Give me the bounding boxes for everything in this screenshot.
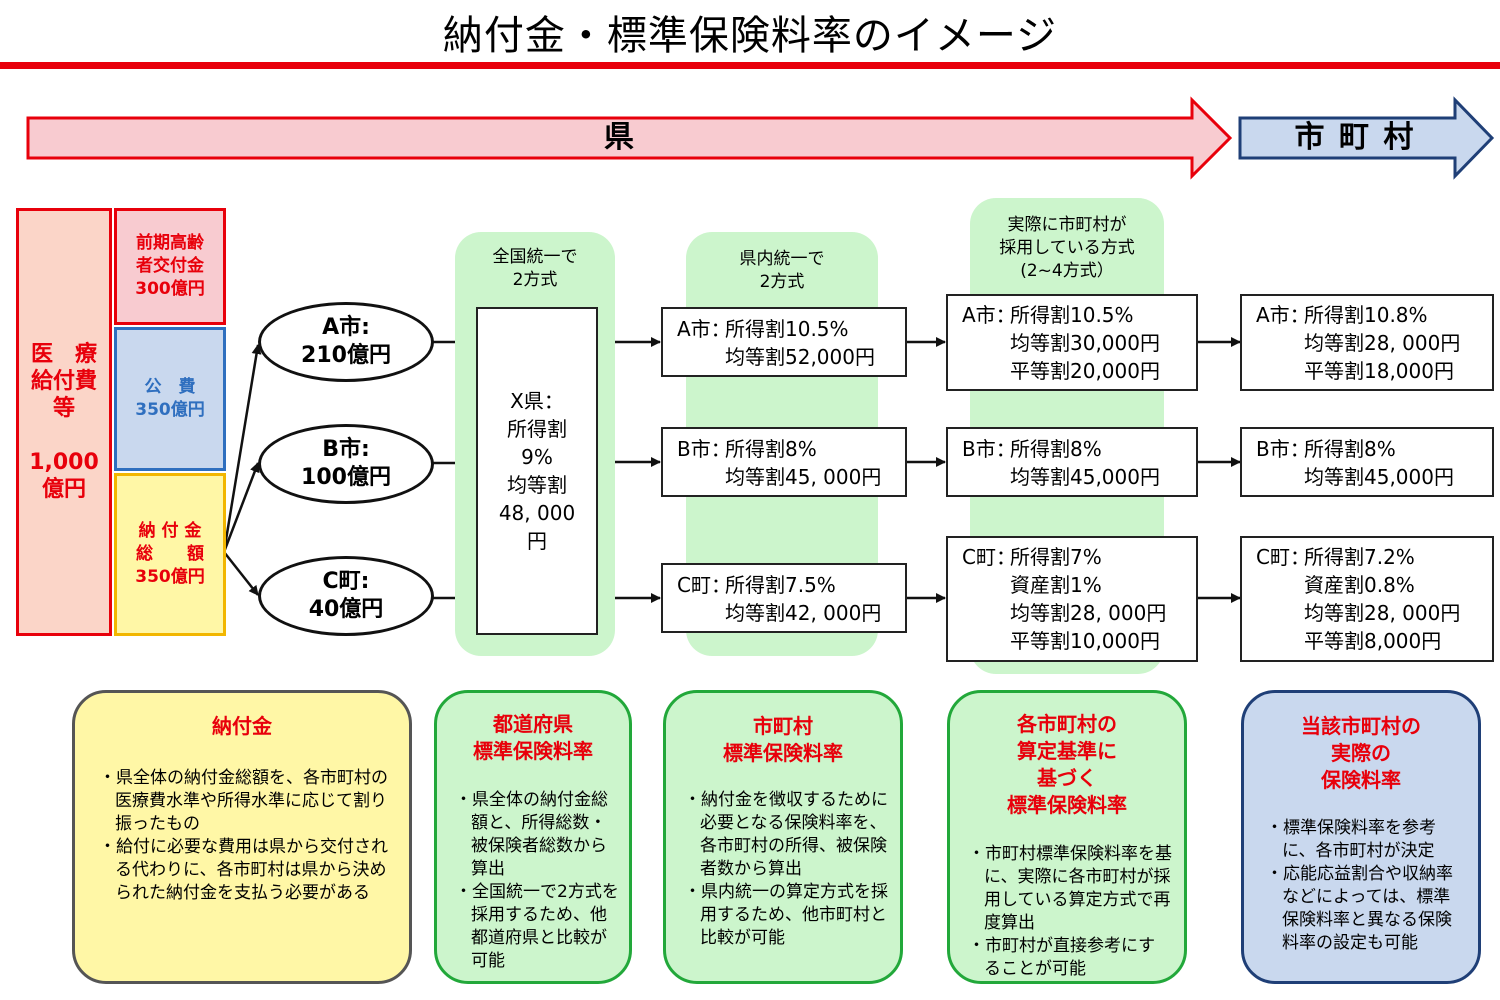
- card-municipal-standard-item: 県内統一の算定方式を採用するため、他市町村と比較が可能: [688, 881, 888, 950]
- prefecture-rate-box: X県： 所得割 9% 均等割 48, 000 円: [476, 307, 598, 635]
- actual-method-a-label: A市：: [962, 303, 1016, 327]
- pref-unified-c-label: C町：: [677, 573, 731, 597]
- card-contribution-item: 県全体の納付金総額を、各市町村の医療費水準や所得水準に応じて割り振ったもの: [103, 767, 395, 836]
- final-rate-a-label: A市：: [1256, 303, 1310, 327]
- city-a-ellipse: A市: 210億円: [258, 302, 434, 382]
- actual-method-b: B市： 所得割8% 均等割45,000円: [946, 427, 1198, 497]
- pref-unified-a-label: A市：: [677, 317, 731, 341]
- card-prefecture-standard-item: 県全体の納付金総額と、所得総数・被保険者総数から算出: [459, 789, 619, 881]
- actual-band-header: 実際に市町村が 採用している方式 (2~4方式）: [999, 215, 1135, 281]
- actual-method-a-values: 所得割10.5% 均等割30,000円 平等割20,000円: [1010, 303, 1160, 383]
- actual-method-c-values: 所得割7% 資産割1% 均等割28, 000円 平等割10,000円: [1010, 545, 1167, 653]
- pref-unified-b-values: 所得割8% 均等割45, 000円: [725, 437, 882, 489]
- card-contribution-list: 県全体の納付金総額を、各市町村の医療費水準や所得水準に応じて割り振ったもの 給付…: [103, 767, 395, 905]
- final-rate-b: B市： 所得割8% 均等割45,000円: [1240, 427, 1494, 497]
- card-contribution-item: 給付に必要な費用は県から交付される代わりに、各市町村は県から決められた納付金を支…: [103, 836, 395, 905]
- municipal-to-actual-arrows: [907, 337, 946, 603]
- card-actual-rate-list: 標準保険料率を参考に、各市町村が決定 応能応益割合や収納率などによっては、標準保…: [1270, 817, 1466, 955]
- final-rate-a: A市： 所得割10.8% 均等割28, 000円 平等割18,000円: [1240, 294, 1494, 391]
- card-municipal-standard-list: 納付金を徴収するために必要となる保険料率を、各市町村の所得、被保険者数から算出 …: [688, 789, 888, 950]
- pref-unified-c: C町： 所得割7.5% 均等割42, 000円: [661, 563, 907, 633]
- prefectural-band-header: 県内統一で 2方式: [739, 249, 825, 292]
- card-actual-rate-item: 応能応益割合や収納率などによっては、標準保険料率と異なる保険料率の設定も可能: [1270, 863, 1466, 955]
- contribution-total-box: 納 付 金 総 額 350億円: [114, 473, 226, 636]
- final-rate-c: C町： 所得割7.2% 資産割0.8% 均等割28, 000円 平等割8,000…: [1240, 536, 1494, 662]
- city-b-ellipse: B市: 100億円: [258, 424, 434, 504]
- municipality-arrow-label: 市 町 村: [1294, 120, 1416, 155]
- actual-method-b-label: B市：: [962, 437, 1016, 461]
- card-actual-rate: 当該市町村の 実際の 保険料率 標準保険料率を参考に、各市町村が決定 応能応益割…: [1241, 690, 1481, 984]
- card-prefecture-standard-list: 県全体の納付金総額と、所得総数・被保険者総数から算出 全国統一で2方式を採用する…: [459, 789, 619, 973]
- pref-unified-a-values: 所得割10.5% 均等割52,000円: [725, 317, 875, 369]
- card-municipal-basis-list: 市町村標準保険料率を基に、実際に各市町村が採用している算定方式で再度算出 市町村…: [972, 843, 1172, 981]
- actual-method-c-label: C町：: [962, 545, 1016, 569]
- actual-to-final-arrows: [1198, 337, 1241, 603]
- actual-method-a: A市： 所得割10.5% 均等割30,000円 平等割20,000円: [946, 294, 1198, 391]
- card-municipal-basis: 各市町村の 算定基準に 基づく 標準保険料率 市町村標準保険料率を基に、実際に各…: [947, 690, 1187, 984]
- title-underline: [0, 62, 1500, 69]
- fan-arrows: [222, 344, 262, 596]
- final-rate-b-label: B市：: [1256, 437, 1310, 461]
- medical-cost-box: 医 療 給付費 等 1,000 億円: [16, 208, 112, 636]
- card-contribution-title: 納付金: [212, 714, 272, 738]
- card-municipal-basis-item: 市町村標準保険料率を基に、実際に各市町村が採用している算定方式で再度算出: [972, 843, 1172, 935]
- actual-method-c: C町： 所得割7% 資産割1% 均等割28, 000円 平等割10,000円: [946, 536, 1198, 662]
- final-rate-c-values: 所得割7.2% 資産割0.8% 均等割28, 000円 平等割8,000円: [1304, 545, 1461, 653]
- card-contribution: 納付金 県全体の納付金総額を、各市町村の医療費水準や所得水準に応じて割り振ったも…: [72, 690, 412, 984]
- final-rate-c-label: C町：: [1256, 545, 1310, 569]
- pref-unified-b: B市： 所得割8% 均等割45, 000円: [661, 427, 907, 497]
- national-band-header: 全国統一で 2方式: [492, 247, 578, 290]
- card-prefecture-standard-item: 全国統一で2方式を採用するため、他都道府県と比較が可能: [459, 881, 619, 973]
- town-c-ellipse: C町: 40億円: [258, 556, 434, 636]
- prefecture-arrow-label: 県: [604, 120, 636, 155]
- card-prefecture-standard-title: 都道府県 標準保険料率: [473, 712, 593, 763]
- card-prefecture-standard: 都道府県 標準保険料率 県全体の納付金総額と、所得総数・被保険者総数から算出 全…: [434, 690, 632, 984]
- prefecture-arrow: [26, 96, 1233, 180]
- card-actual-rate-item: 標準保険料率を参考に、各市町村が決定: [1270, 817, 1466, 863]
- card-municipal-standard-item: 納付金を徴収するために必要となる保険料率を、各市町村の所得、被保険者数から算出: [688, 789, 888, 881]
- public-expense-box: 公 費 350億円: [114, 327, 226, 471]
- card-municipal-standard: 市町村 標準保険料率 納付金を徴収するために必要となる保険料率を、各市町村の所得…: [663, 690, 903, 984]
- final-rate-b-values: 所得割8% 均等割45,000円: [1304, 437, 1454, 489]
- pref-unified-b-label: B市：: [677, 437, 731, 461]
- card-municipal-standard-title: 市町村 標準保険料率: [723, 714, 843, 765]
- elderly-grant-box: 前期高齢 者交付金 300億円: [114, 208, 226, 325]
- card-actual-rate-title: 当該市町村の 実際の 保険料率: [1301, 714, 1421, 792]
- actual-method-b-values: 所得割8% 均等割45,000円: [1010, 437, 1160, 489]
- municipality-arrow: [1238, 96, 1495, 180]
- final-rate-a-values: 所得割10.8% 均等割28, 000円 平等割18,000円: [1304, 303, 1461, 383]
- pref-unified-a: A市： 所得割10.5% 均等割52,000円: [661, 307, 907, 377]
- card-municipal-basis-title: 各市町村の 算定基準に 基づく 標準保険料率: [1007, 712, 1127, 817]
- pref-unified-c-values: 所得割7.5% 均等割42, 000円: [725, 573, 882, 625]
- card-municipal-basis-item: 市町村が直接参考にすることが可能: [972, 935, 1172, 981]
- page-title: 納付金・標準保険料率のイメージ: [442, 13, 1058, 59]
